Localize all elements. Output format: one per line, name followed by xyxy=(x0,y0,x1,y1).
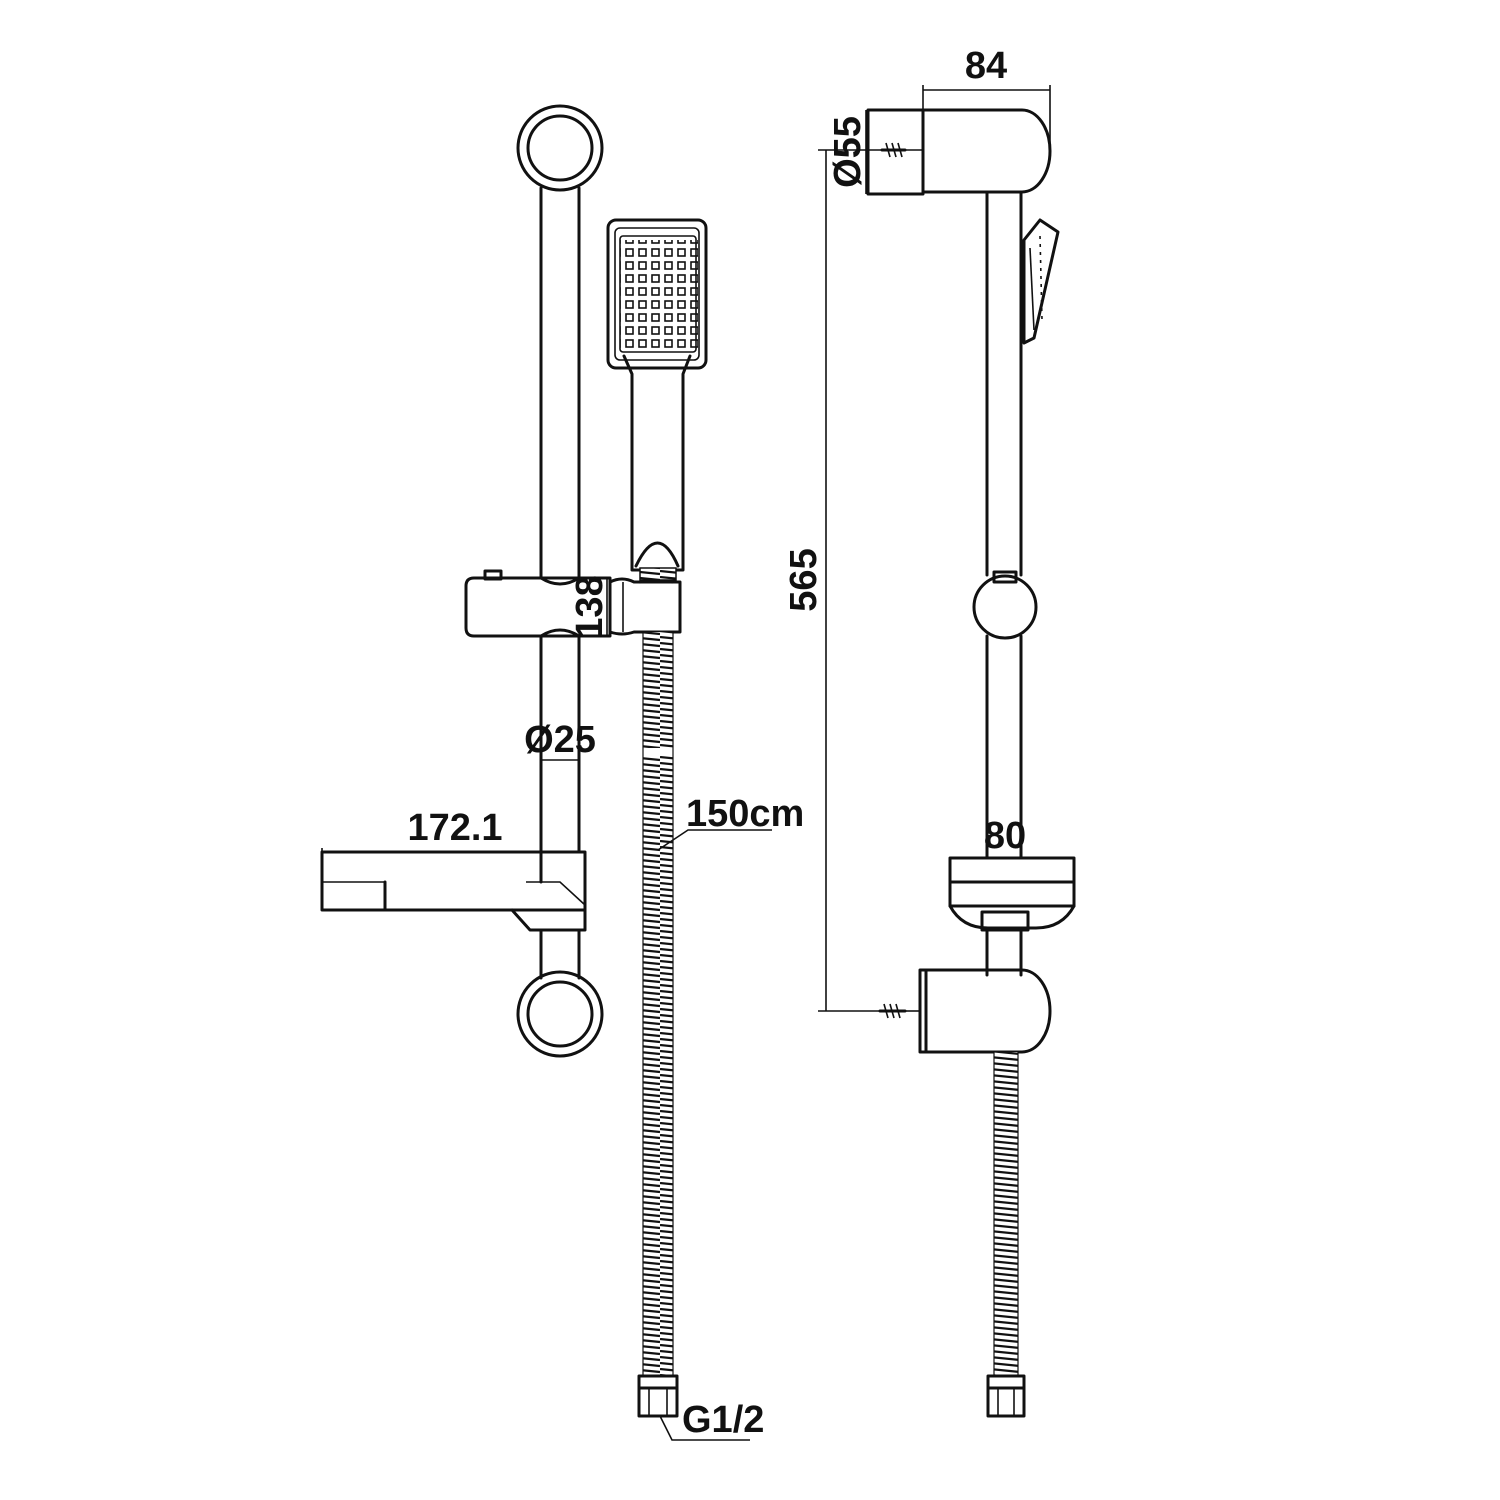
bottom-wall-bracket xyxy=(516,970,604,1058)
rail-height-dimension: 565 xyxy=(783,548,825,611)
hose-nut xyxy=(639,567,677,581)
side-rail xyxy=(985,190,1023,977)
rail-diameter-dimension: Ø25 xyxy=(524,719,596,761)
side-view: 84 Ø55 565 80 xyxy=(783,45,1076,1418)
dish-side-width-dimension: 80 xyxy=(984,815,1026,857)
front-view: 138 Ø25 172.1 150cm G1/2 xyxy=(320,104,804,1441)
hose-thread-dimension: G1/2 xyxy=(682,1399,764,1441)
hose-length-dimension: 150cm xyxy=(686,793,804,835)
side-bottom-bracket xyxy=(878,968,1052,1054)
shower-hose xyxy=(637,632,679,1418)
soap-dish-width-dimension: 172.1 xyxy=(407,807,502,849)
hand-shower xyxy=(606,218,708,581)
top-wall-screw xyxy=(880,142,907,158)
bottom-wall-screw xyxy=(878,1003,907,1019)
side-slider xyxy=(972,570,1038,640)
bracket-diameter-dimension: Ø55 xyxy=(827,116,869,188)
soap-dish xyxy=(320,850,587,932)
side-top-bracket xyxy=(866,108,1052,196)
side-soap-dish xyxy=(948,856,1076,932)
bracket-depth-dimension: 84 xyxy=(965,45,1007,87)
rail-lower xyxy=(539,634,581,980)
top-wall-bracket xyxy=(516,104,604,192)
side-hand-shower xyxy=(1022,218,1060,345)
rail-upper xyxy=(539,186,581,580)
spray-nozzle-grid xyxy=(620,240,698,350)
side-hose xyxy=(986,1052,1026,1418)
slider-height-dimension: 138 xyxy=(569,575,611,638)
